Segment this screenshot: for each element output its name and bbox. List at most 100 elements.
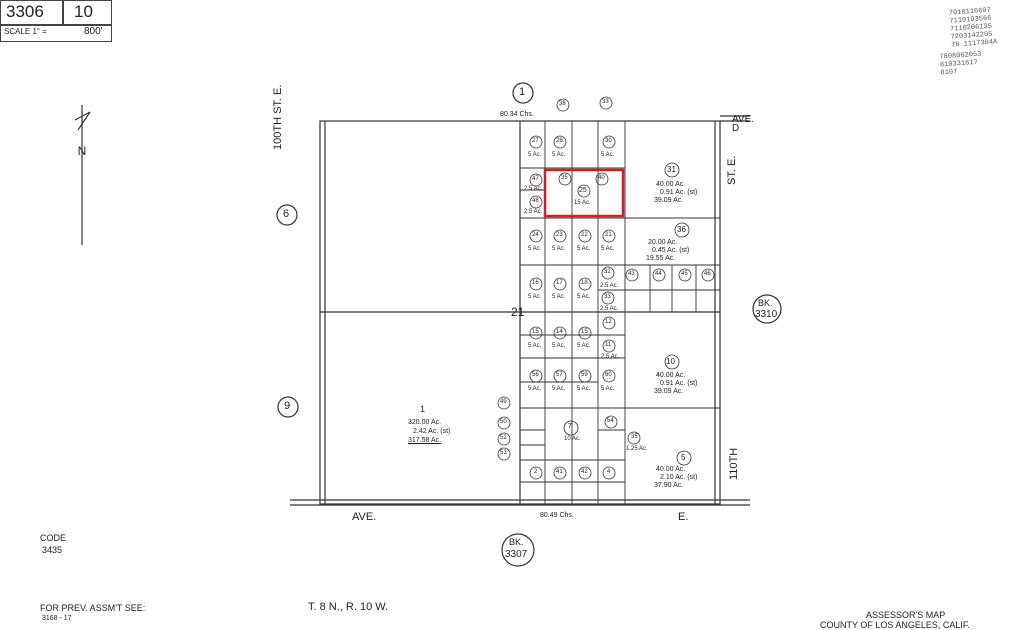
110th-st-lower-label: 110TH <box>728 447 740 480</box>
parcel-acre-label: 5 Ac. <box>552 343 566 349</box>
parcel-acre-label: 5 Ac. <box>577 343 591 349</box>
parcel-number: 46 <box>704 271 711 277</box>
parcel-number: 28 <box>556 138 563 144</box>
parcel-acre-label: 5 Ac. <box>528 386 542 392</box>
parcel-31-number: 31 <box>667 165 676 174</box>
parcel-acre-label: 5 Ac. <box>577 294 591 300</box>
parcel-number: 24 <box>532 232 539 238</box>
parcel-1-gross: 320.00 Ac. <box>408 419 442 426</box>
prev-assessment-value: 3168 - 17 <box>42 615 72 622</box>
parcel-acre-label: 5 Ac. <box>552 386 566 392</box>
parcel-acre-label: 5 Ac. <box>552 152 566 158</box>
township-range: T. 8 N., R. 10 W. <box>308 601 389 613</box>
parcel-number: 33 <box>604 294 611 300</box>
parcel-number: 4 <box>607 469 611 475</box>
parcel-acre-label: 5 Ac. <box>552 246 566 252</box>
parcel-25-number: 25 <box>579 187 587 194</box>
parcel-5-number: 5 <box>681 453 686 462</box>
parcel-number: 60 <box>605 372 612 378</box>
parcel-35-area: 1.25 Ac. <box>626 446 648 452</box>
parcel-7-number: 7 <box>568 423 572 430</box>
parcel-25-area: 15 Ac. <box>574 200 591 206</box>
ave-e-left-label: AVE. <box>352 511 377 523</box>
parcel-number: 30 <box>605 138 612 144</box>
parcel-number: 43 <box>628 271 635 277</box>
parcel-31-street: 0.91 Ac. (st) <box>660 189 698 196</box>
svg-text:N: N <box>78 144 87 158</box>
parcel-31-net: 39.09 Ac. <box>654 197 684 204</box>
parcel-36-street: 0.45 Ac. (st) <box>652 247 690 254</box>
parcel-number: 38 <box>559 101 566 107</box>
parcel-acre-label: 2.5 Ac. <box>601 354 620 360</box>
parcel-number: 59 <box>581 372 588 378</box>
parcel-number: 47 <box>532 176 539 182</box>
parcel-1-street: 2.42 Ac. (st) <box>413 428 451 435</box>
parcel-number: 18 <box>581 280 588 286</box>
code-label: CODE <box>40 533 67 543</box>
ave-e-right-label: E. <box>678 511 689 523</box>
parcel-number: 23 <box>556 232 563 238</box>
map-book-number: 3306 <box>6 2 44 21</box>
parcel-acre-label: 5 Ac. <box>601 386 615 392</box>
parcel-10-net: 39.09 Ac. <box>654 388 684 395</box>
south-chain-dimension: 80.49 Chs. <box>540 512 574 519</box>
section-number: 21 <box>511 305 525 319</box>
parcel-number: 11 <box>605 342 612 348</box>
parcel-number: 22 <box>581 232 588 238</box>
110th-st-upper-label: ST. E. <box>726 155 738 185</box>
parcel-number: 33 <box>602 99 609 105</box>
parcel-acre-label: 2.5 Ac. <box>600 283 619 289</box>
scale-value: 800' <box>84 26 103 37</box>
parcel-acre-label: 5 Ac. <box>528 152 542 158</box>
parcel-number: 14 <box>556 329 563 335</box>
parcel-number: 12 <box>605 319 612 325</box>
parcel-number: 35 <box>561 175 568 181</box>
parcel-acre-label: 5 Ac. <box>552 294 566 300</box>
scale-label: SCALE 1" = <box>4 27 47 36</box>
block-north: 1 <box>519 86 526 98</box>
map-number-box <box>0 0 64 26</box>
parcel-10-gross: 40.00 Ac. <box>656 372 686 379</box>
parcel-number: 15 <box>581 329 588 335</box>
parcel-acre-label: 5 Ac. <box>528 246 542 252</box>
parcel-number: 56 <box>532 372 539 378</box>
code-value: 3435 <box>42 545 63 555</box>
parcel-1-number: 1 <box>420 404 426 414</box>
parcel-number: 48 <box>532 198 539 204</box>
parcel-10-street: 0.91 Ac. (st) <box>660 380 698 387</box>
book-south-number: 3307 <box>505 549 528 560</box>
parcel-5-street: 2.10 Ac. (st) <box>660 474 698 481</box>
parcel-36-net: 19.55 Ac. <box>646 255 676 262</box>
parcel-acre-label: 5 Ac. <box>577 386 591 392</box>
book-east-label: BK. <box>758 298 773 308</box>
scale-box <box>0 24 112 42</box>
parcel-number: 2 <box>534 469 538 475</box>
parcel-number: 53 <box>500 450 507 456</box>
parcel-acre-label: 5 Ac. <box>601 246 615 252</box>
subject-parcel-highlight <box>543 168 625 218</box>
parcel-number: 50 <box>500 419 507 425</box>
parcel-7-area: 10 Ac. <box>564 436 581 442</box>
parcel-5-net: 37.90 Ac. <box>654 482 684 489</box>
book-east-number: 3310 <box>755 309 778 320</box>
parcel-number: 32 <box>604 269 611 275</box>
parcel-number: 16 <box>532 280 539 286</box>
parcel-number: 15 <box>532 329 539 335</box>
parcel-number: 54 <box>607 418 614 424</box>
block-west-lower: 9 <box>284 400 291 412</box>
parcel-number: 44 <box>655 271 662 277</box>
assessor-map-title: ASSESSOR'S MAP <box>866 610 946 620</box>
parcel-number: 27 <box>532 138 539 144</box>
parcel-31-gross: 40.00 Ac. <box>656 181 686 188</box>
north-arrow-icon <box>74 105 91 245</box>
parcel-number: 21 <box>605 232 612 238</box>
parcel-acre-label: 2.5 Ac. <box>524 186 543 192</box>
parcel-acre-label: 5 Ac. <box>601 152 615 158</box>
parcel-number: 17 <box>556 280 563 286</box>
map-page-number: 10 <box>74 2 93 21</box>
block-west-upper: 6 <box>283 208 290 220</box>
parcel-number: 49 <box>500 399 507 405</box>
parcel-acre-label: 2.5 Ac. <box>600 306 619 312</box>
parcel-36-number: 36 <box>677 225 686 234</box>
